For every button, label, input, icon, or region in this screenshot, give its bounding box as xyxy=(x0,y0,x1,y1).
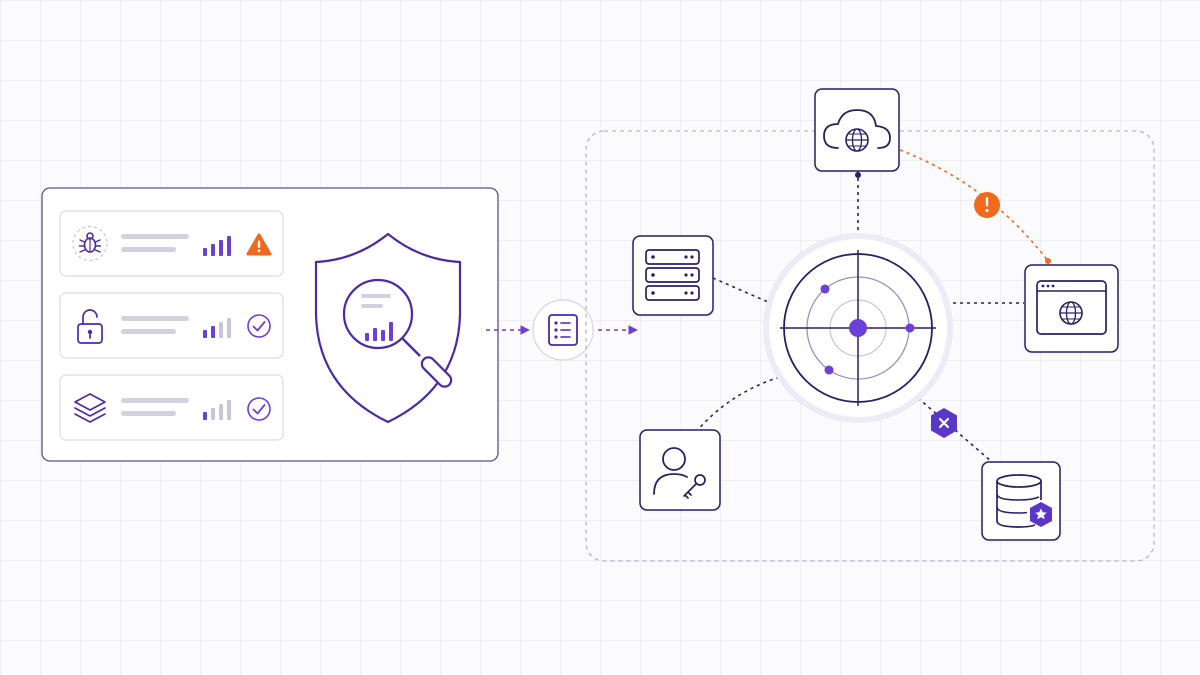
radar-icon xyxy=(763,233,953,423)
blocked-x-icon xyxy=(931,408,957,438)
database-node[interactable] xyxy=(981,461,1061,541)
signal-bar xyxy=(219,322,223,338)
attack-surface-area xyxy=(585,88,1155,562)
cloud-globe-icon xyxy=(823,109,891,152)
report-list-icon[interactable] xyxy=(532,299,594,361)
user-key-icon xyxy=(653,447,706,499)
signal-bars-icon xyxy=(203,236,231,256)
layers-icon xyxy=(74,393,106,423)
cloud-node[interactable] xyxy=(814,88,900,172)
signal-bar xyxy=(203,248,207,256)
signal-bar xyxy=(211,326,215,338)
signal-bar xyxy=(227,236,231,256)
signal-bar xyxy=(219,240,223,256)
server-rack-icon xyxy=(645,249,700,301)
check-circle-icon xyxy=(247,314,271,338)
signal-bar xyxy=(227,318,231,338)
web-app-node[interactable] xyxy=(1024,264,1119,353)
text-placeholder-lines xyxy=(121,398,189,416)
check-circle-icon xyxy=(247,397,271,421)
bug-icon xyxy=(72,225,108,262)
finding-row-access[interactable] xyxy=(59,292,284,359)
signal-bar xyxy=(203,330,207,338)
signal-bar xyxy=(211,244,215,256)
findings-panel xyxy=(41,187,499,462)
alert-badge-icon xyxy=(974,192,1000,218)
text-placeholder-lines xyxy=(121,234,189,252)
server-node[interactable] xyxy=(632,235,714,316)
signal-bars-icon xyxy=(203,318,231,338)
flow-connector xyxy=(486,299,638,361)
browser-globe-icon xyxy=(1036,280,1107,335)
unlocked-padlock-icon xyxy=(77,309,103,344)
warning-icon xyxy=(246,233,272,256)
identity-node[interactable] xyxy=(639,429,721,511)
signal-bars-icon xyxy=(203,400,231,420)
database-badge-icon xyxy=(996,474,1052,528)
signal-bar xyxy=(203,412,207,420)
signal-bar xyxy=(227,400,231,420)
signal-bar xyxy=(211,408,215,420)
finding-row-configuration[interactable] xyxy=(59,374,284,441)
text-placeholder-lines xyxy=(121,316,189,334)
signal-bar xyxy=(219,404,223,420)
finding-row-vulnerability[interactable] xyxy=(59,210,284,277)
shield-magnifier-icon xyxy=(314,232,462,424)
